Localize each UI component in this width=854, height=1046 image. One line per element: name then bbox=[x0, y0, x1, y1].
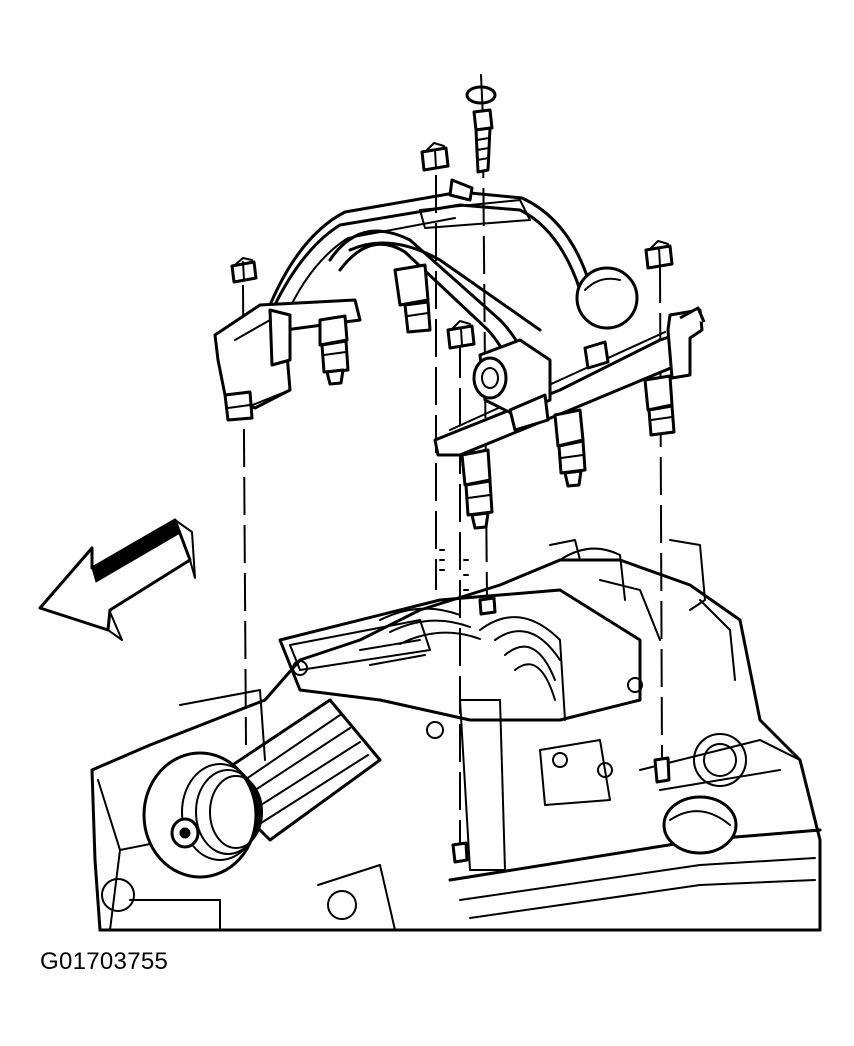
injector-3 bbox=[460, 448, 494, 530]
washer-icon bbox=[465, 74, 497, 174]
injector-6 bbox=[223, 390, 254, 422]
pulley-assembly bbox=[142, 698, 382, 879]
rail-markings bbox=[439, 549, 469, 591]
injector-1 bbox=[318, 314, 350, 386]
front-arrow-icon bbox=[38, 518, 196, 641]
nut-icon bbox=[644, 240, 674, 270]
figure-code: G01703755 bbox=[40, 948, 169, 975]
nut-icon bbox=[446, 320, 476, 350]
nut-icon bbox=[420, 142, 450, 172]
fasteners bbox=[230, 74, 674, 864]
injector-4 bbox=[553, 408, 587, 488]
fuel-injectors bbox=[223, 263, 676, 530]
injector-2 bbox=[393, 263, 432, 334]
intake-manifold bbox=[278, 539, 736, 871]
fuel-rail bbox=[213, 178, 706, 457]
nut-icon bbox=[230, 257, 258, 284]
engine-block bbox=[90, 558, 822, 932]
injector-5 bbox=[643, 374, 676, 437]
